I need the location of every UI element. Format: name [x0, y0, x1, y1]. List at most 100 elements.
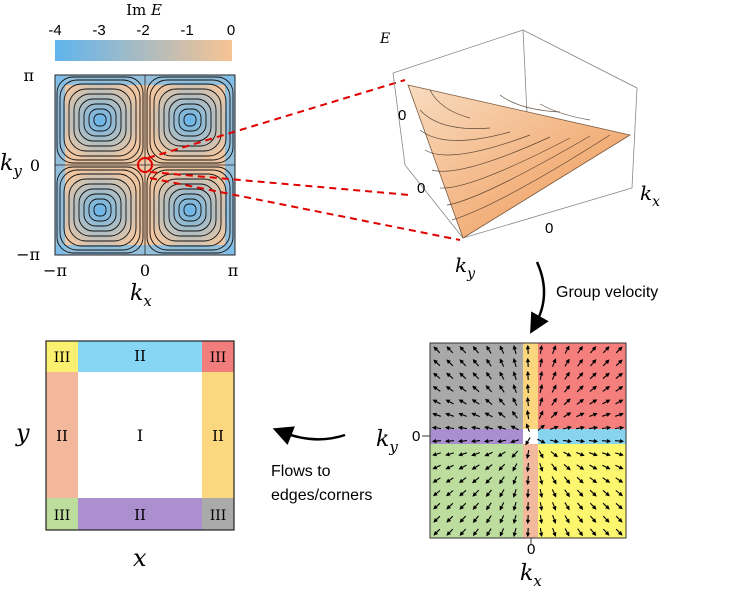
velocity-arrow: [563, 463, 571, 471]
surface-axis-kx: kx: [640, 181, 660, 210]
velocity-arrow: [563, 412, 572, 418]
real-space-diagram: II II II II I III III III III y x: [15, 340, 235, 572]
velocity-arrow: [602, 359, 610, 367]
velocity-arrow: [562, 425, 572, 430]
velocity-xlabel: kx: [520, 561, 542, 589]
contour-loop: [88, 198, 112, 222]
velocity-arrow: [576, 385, 584, 393]
velocity-arrow: [550, 451, 558, 458]
velocity-arrow: [432, 477, 441, 483]
velocity-arrow: [471, 412, 480, 418]
velocity-arrow: [551, 463, 558, 472]
real-space-xlabel: x: [133, 544, 147, 572]
velocity-arrow: [562, 438, 573, 444]
contour-loop: [83, 103, 117, 137]
velocity-arrow: [539, 397, 544, 406]
velocity-arrow: [602, 346, 610, 354]
contour-loop: [158, 88, 222, 152]
velocity-arrow: [615, 477, 624, 483]
velocity-arrow: [615, 346, 623, 354]
contour-loop: [78, 188, 122, 232]
velocity-arrow: [512, 501, 517, 511]
velocity-arrow: [537, 424, 545, 431]
contour-loop: [178, 198, 202, 222]
velocity-arrow: [512, 489, 517, 498]
velocity-arrow: [588, 425, 599, 431]
surface-sheet: [407, 84, 632, 239]
velocity-arrow: [485, 371, 492, 380]
velocity-arrow: [472, 515, 479, 523]
velocity-arrow: [459, 515, 467, 523]
velocity-arrow: [433, 359, 441, 367]
velocity-arrow: [486, 528, 492, 537]
velocity-arrow: [602, 385, 611, 392]
velocity-arrow: [576, 425, 585, 431]
velocity-ytick: 0: [412, 428, 420, 445]
velocity-arrow: [602, 372, 610, 380]
contour-loop: [173, 103, 207, 137]
velocity-arrow: [589, 359, 597, 367]
velocity-arrow: [551, 371, 557, 380]
velocity-arrow: [538, 528, 544, 537]
velocity-arrow: [458, 412, 467, 417]
velocity-arrow: [602, 452, 611, 457]
bz-contour-lines: [56, 76, 234, 254]
velocity-arrow: [602, 502, 610, 510]
velocity-arrow: [446, 346, 454, 354]
velocity-arrow: [602, 528, 610, 536]
label-corner-tr: III: [210, 350, 227, 366]
contour-loop: [168, 98, 212, 142]
contour-loop: [88, 108, 112, 132]
contour-loop: [168, 188, 212, 232]
velocity-arrow: [538, 450, 544, 459]
region-top-strip: [523, 343, 538, 429]
velocity-arrow: [497, 451, 506, 457]
real-space-frame: [45, 340, 235, 531]
region-bottom-strip: [523, 444, 538, 538]
velocity-arrow: [589, 452, 598, 457]
velocity-arrow: [551, 397, 557, 406]
velocity-arrow: [483, 438, 494, 444]
velocity-arrow: [576, 372, 584, 380]
velocity-arrow: [485, 385, 493, 393]
velocity-arrow: [432, 399, 441, 405]
contour-loop: [153, 173, 227, 247]
flows-label-line2: edges/corners: [271, 487, 372, 504]
velocity-arrow: [589, 489, 597, 497]
label-corner-tl: III: [54, 350, 71, 366]
velocity-arrow: [589, 346, 597, 354]
velocity-arrow: [510, 439, 519, 444]
velocity-arrow: [499, 358, 505, 367]
velocity-arrow: [432, 452, 441, 457]
velocity-arrow: [445, 477, 454, 483]
velocity-arrow: [486, 345, 492, 354]
velocity-arrow: [512, 527, 517, 537]
contour-loop: [73, 93, 127, 147]
contour-loop: [78, 98, 122, 142]
velocity-arrow: [484, 464, 493, 471]
velocity-arrow: [615, 528, 623, 536]
velocity-arrow: [577, 358, 584, 367]
velocity-arrow: [484, 412, 493, 418]
velocity-arrow: [538, 345, 544, 354]
contour-loop: [73, 183, 127, 237]
contour-loop: [163, 93, 217, 147]
velocity-arrow: [589, 477, 598, 484]
velocity-arrows: [431, 344, 625, 538]
velocity-arrow: [431, 438, 442, 444]
velocity-arrow: [564, 385, 571, 393]
velocity-arrow: [538, 502, 544, 511]
velocity-arrow: [563, 398, 571, 406]
velocity-arrow: [499, 345, 505, 354]
bz-xtick-zero: 0: [140, 261, 150, 280]
velocity-arrow: [472, 346, 479, 354]
velocity-arrow: [525, 462, 531, 473]
velocity-arrow: [446, 490, 454, 497]
flows-label-line1: Flows to: [271, 463, 331, 480]
velocity-arrow: [497, 411, 506, 418]
contour-loop: [173, 193, 207, 227]
velocity-arrow: [615, 359, 623, 367]
surface-tick-ky0: 0: [417, 180, 425, 197]
velocity-arrow: [551, 476, 557, 485]
velocity-arrow: [537, 438, 546, 444]
